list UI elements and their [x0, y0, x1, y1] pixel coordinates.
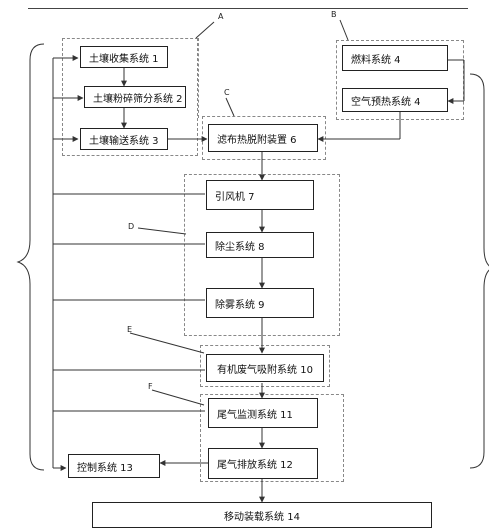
leader-c — [225, 97, 235, 117]
mist-removal-system-box: 除雾系统 9 — [206, 288, 314, 318]
exhaust-monitoring-system-box: 尾气监测系统 11 — [208, 398, 318, 428]
leader-d — [137, 227, 187, 235]
fuel-system-label: 燃料系统 4 — [351, 54, 401, 66]
desorption-device-label: 滤布热脱附装置 6 — [217, 134, 297, 146]
group-frame-f — [200, 394, 344, 482]
air-preheat-system-box: 空气预热系统 4 — [342, 88, 448, 112]
mist-removal-system-label: 除雾系统 9 — [215, 299, 265, 311]
soil-crushing-system-label: 土壤粉碎筛分系统 2 — [93, 93, 183, 105]
dust-removal-system-label: 除尘系统 8 — [215, 241, 265, 253]
exhaust-discharge-system-label: 尾气排放系统 12 — [217, 460, 293, 471]
induced-fan-box: 引风机 7 — [206, 180, 314, 210]
label-a: A — [218, 12, 224, 21]
group-frame-a — [62, 38, 198, 156]
air-preheat-system-label: 空气预热系统 4 — [351, 96, 421, 108]
voc-adsorption-system-box: 有机废气吸附系统 10 — [206, 354, 324, 382]
leader-f — [151, 389, 205, 406]
label-c: C — [224, 88, 230, 97]
right-brace — [469, 73, 489, 469]
label-e: E — [127, 325, 133, 334]
soil-conveying-system-label: 土壤输送系统 3 — [89, 135, 159, 147]
induced-fan-label: 引风机 7 — [215, 191, 255, 203]
center-dashed-column — [198, 38, 199, 118]
label-d: D — [128, 222, 135, 231]
leader-a — [195, 21, 215, 39]
exhaust-discharge-system-box: 尾气排放系统 12 — [208, 448, 318, 479]
mobile-loading-system-box: 移动装载系统 14 — [92, 502, 432, 528]
desorption-device-box: 滤布热脱附装置 6 — [208, 124, 318, 152]
label-f: F — [148, 382, 153, 391]
label-b: B — [331, 10, 337, 19]
dust-removal-system-box: 除尘系统 8 — [206, 232, 314, 258]
exhaust-monitoring-system-label: 尾气监测系统 11 — [217, 409, 293, 421]
left-brace — [16, 43, 45, 471]
mobile-loading-system-label: 移动装载系统 14 — [224, 511, 300, 523]
leader-e — [129, 332, 205, 354]
soil-conveying-system-box: 土壤输送系统 3 — [80, 128, 168, 150]
control-system-label: 控制系统 13 — [77, 462, 133, 474]
group-frame-e — [200, 345, 330, 387]
leader-b — [339, 19, 349, 41]
soil-collection-system-label: 土壤收集系统 1 — [89, 53, 159, 65]
control-system-box: 控制系统 13 — [68, 454, 160, 478]
top-rule — [28, 8, 468, 9]
soil-crushing-system-box: 土壤粉碎筛分系统 2 — [84, 86, 186, 108]
voc-adsorption-system-label: 有机废气吸附系统 10 — [217, 364, 313, 376]
soil-collection-system-box: 土壤收集系统 1 — [80, 46, 168, 68]
fuel-system-box: 燃料系统 4 — [342, 45, 448, 71]
